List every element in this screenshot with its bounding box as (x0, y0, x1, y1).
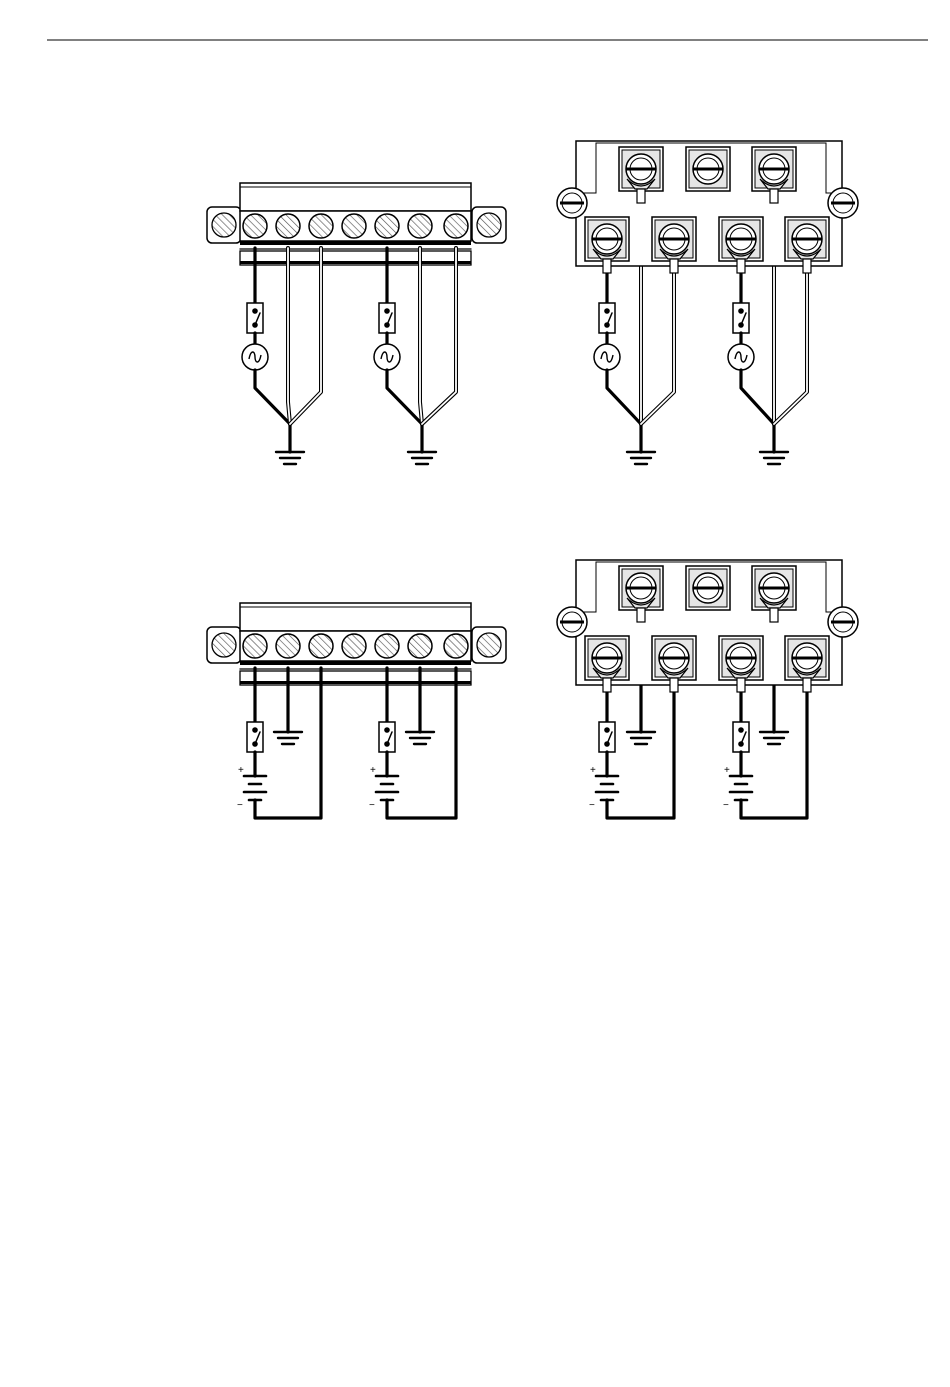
return-wire (255, 370, 290, 452)
ac-channel (242, 248, 321, 464)
mounting-screw-icon (212, 633, 236, 657)
mounting-ear (207, 207, 241, 243)
wire-lug (770, 189, 778, 203)
switch-icon (247, 722, 263, 752)
ac-source-icon (374, 344, 400, 370)
terminal-screw-icon (408, 634, 432, 658)
polarity-plus-label: + (724, 765, 730, 776)
wire-lug (737, 259, 745, 273)
battery-icon: +− (237, 765, 266, 811)
ground-icon (760, 452, 788, 464)
terminal-screw-icon (375, 214, 399, 238)
switch-icon (599, 722, 615, 752)
ground-icon (274, 732, 302, 744)
ac-source-icon (594, 344, 620, 370)
shield-wire (422, 248, 456, 424)
terminal-screw-icon (342, 214, 366, 238)
shield-wire (774, 273, 807, 424)
wire-lug (737, 678, 745, 692)
mounting-ear (472, 207, 506, 243)
common-wire (288, 248, 290, 424)
battery-icon: +− (589, 765, 618, 811)
wire-lug (770, 608, 778, 622)
shield-wire (641, 273, 674, 424)
wire-lug (803, 678, 811, 692)
terminal-screw-icon (444, 634, 468, 658)
ground-icon (627, 452, 655, 464)
polarity-minus-label: − (589, 800, 595, 811)
shield-wire (290, 248, 321, 424)
mounting-screw-icon (212, 213, 236, 237)
ground-icon (760, 732, 788, 744)
dc-source-terminal-strip: +−+− (207, 603, 506, 818)
terminal-screw-icon (342, 634, 366, 658)
wire-lug (803, 259, 811, 273)
switch-icon (379, 303, 395, 333)
ac-source-icon (728, 344, 754, 370)
common-wire (420, 248, 422, 424)
mounting-screw-icon (477, 633, 501, 657)
polarity-minus-label: − (369, 800, 375, 811)
return-wire (387, 370, 422, 452)
wire-lug (603, 259, 611, 273)
wire-lug (637, 189, 645, 203)
ac-channel (374, 248, 456, 464)
screw-terminal-block (557, 141, 858, 273)
terminal-screw-icon (444, 214, 468, 238)
screw-terminal-block (557, 560, 858, 692)
terminal-screw-icon (408, 214, 432, 238)
terminal-strip (207, 603, 506, 685)
dc-channel: +− (369, 668, 456, 818)
ac-source-screw-block (557, 141, 858, 464)
ground-icon (627, 732, 655, 744)
battery-icon: +− (369, 765, 398, 811)
mounting-screw-icon (477, 213, 501, 237)
mounting-ear (472, 627, 506, 663)
mounting-ear (207, 627, 241, 663)
screw-terminal (686, 566, 730, 610)
terminal-screw-icon (276, 634, 300, 658)
ac-source-icon (242, 344, 268, 370)
polarity-minus-label: − (723, 800, 729, 811)
terminal-screw-icon (309, 634, 333, 658)
polarity-minus-label: − (237, 800, 243, 811)
return-wire (741, 370, 774, 452)
terminal-screw-icon (309, 214, 333, 238)
ground-icon (408, 452, 436, 464)
wire-lug (603, 678, 611, 692)
terminal-screw-icon (243, 634, 267, 658)
ground-icon (276, 452, 304, 464)
polarity-plus-label: + (370, 765, 376, 776)
switch-icon (599, 303, 615, 333)
polarity-plus-label: + (590, 765, 596, 776)
switch-icon (733, 722, 749, 752)
wire-lug (637, 608, 645, 622)
dc-source-screw-block: +−+− (557, 560, 858, 818)
ground-icon (406, 732, 434, 744)
diagram-layer: +−+−+−+− (207, 141, 858, 818)
polarity-plus-label: + (238, 765, 244, 776)
switch-icon (379, 722, 395, 752)
battery-icon: +− (723, 765, 752, 811)
switch-icon (733, 303, 749, 333)
wire-lug (670, 259, 678, 273)
dc-channel: +− (237, 668, 321, 818)
terminal-screw-icon (243, 214, 267, 238)
ac-source-terminal-strip (207, 183, 506, 464)
switch-icon (247, 303, 263, 333)
terminal-screw-icon (375, 634, 399, 658)
wire-lug (670, 678, 678, 692)
terminal-screw-icon (276, 214, 300, 238)
terminal-strip (207, 183, 506, 265)
return-wire (607, 370, 641, 452)
screw-terminal (686, 147, 730, 191)
